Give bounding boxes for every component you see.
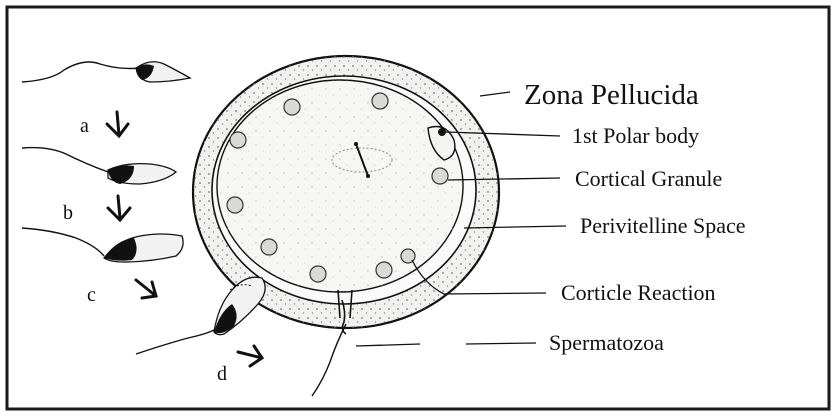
leader-zona: [480, 92, 510, 96]
label-polar-body: 1st Polar body: [572, 123, 699, 148]
label-perivitelline-space: Perivitelline Space: [580, 213, 746, 238]
sperm-c: [22, 228, 183, 262]
step-arrow-b: [108, 196, 130, 220]
label-zona-pellucida: Zona Pellucida: [524, 79, 699, 111]
step-label-a: a: [80, 115, 89, 137]
oocyte-cytoplasm: [217, 80, 463, 292]
sperm-b: [22, 148, 176, 184]
step-arrow-c: [136, 280, 156, 298]
step-arrow-d: [238, 346, 262, 366]
step-label-d: d: [217, 363, 227, 385]
label-corticle-reaction: Corticle Reaction: [561, 280, 716, 305]
step-label-c: c: [87, 284, 96, 306]
leader-spermatozoa: [356, 343, 536, 346]
label-cortical-granule: Cortical Granule: [575, 166, 722, 191]
step-label-b: b: [63, 202, 73, 224]
label-spermatozoa: Spermatozoa: [549, 330, 664, 355]
sperm-a: [22, 62, 190, 82]
step-arrow-a: [107, 112, 128, 136]
